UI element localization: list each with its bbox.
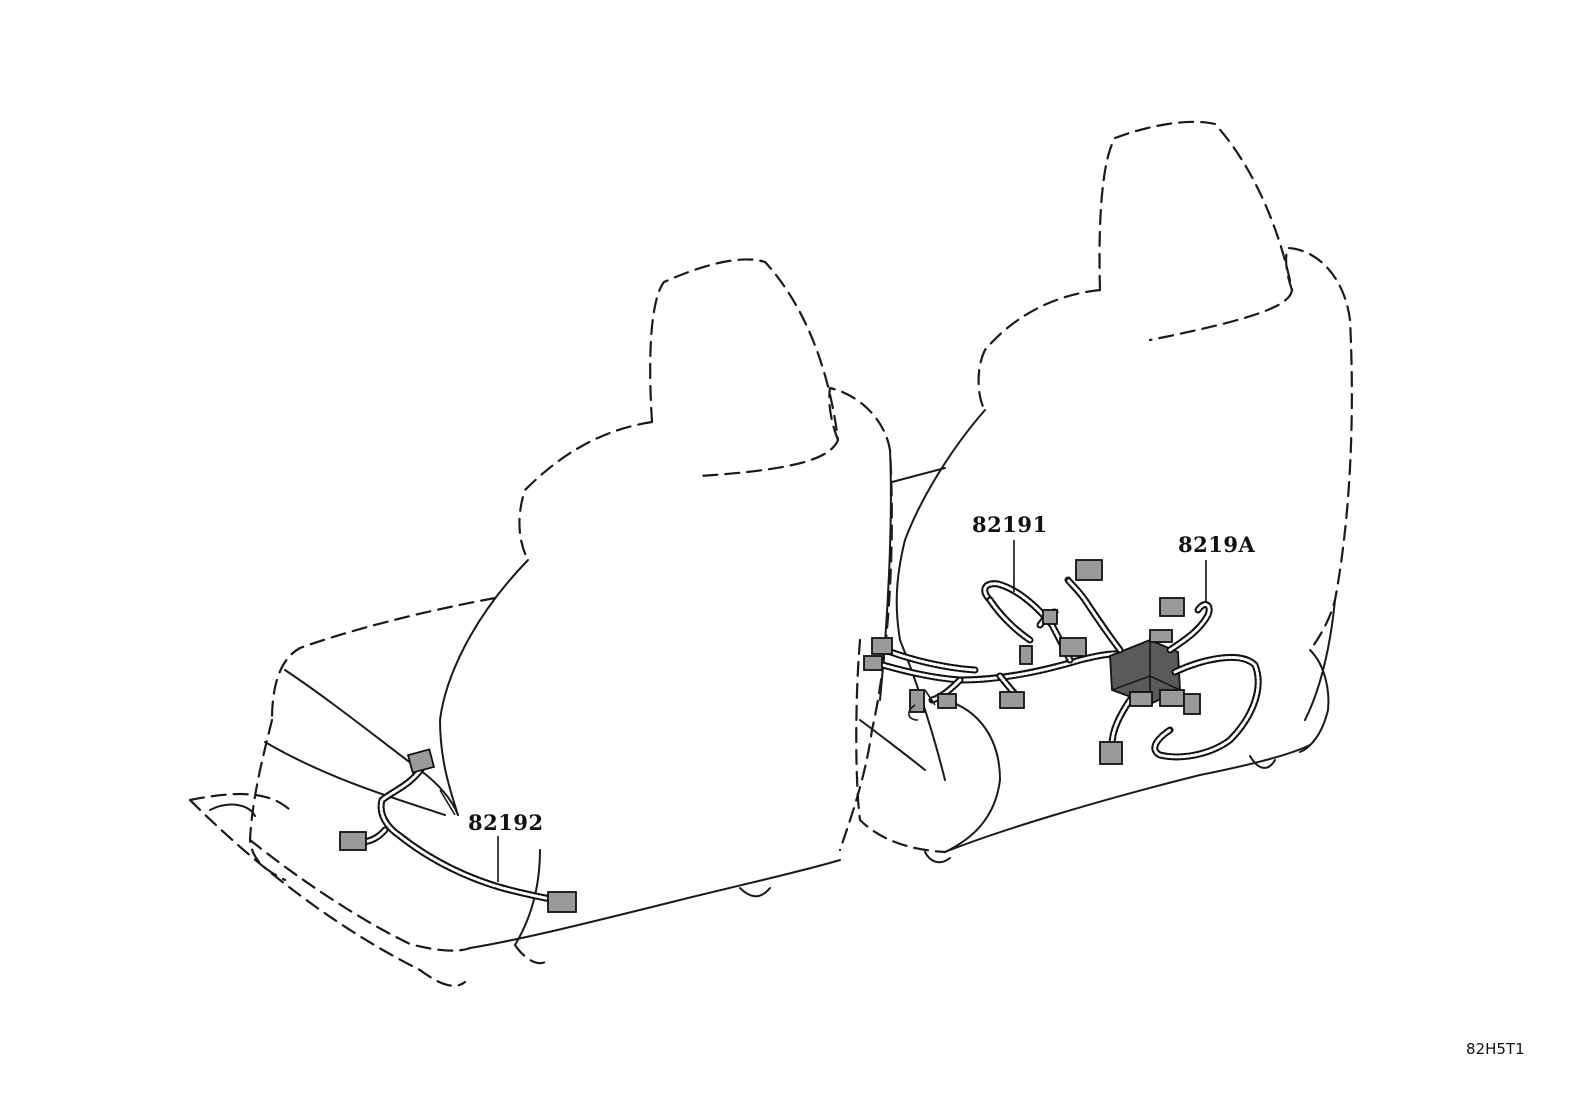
connector-icon (909, 689, 925, 713)
harness-8219A (1064, 559, 1262, 765)
connector-icon (1075, 559, 1103, 581)
connector-icon (1129, 691, 1153, 707)
left-seat-outline (188, 258, 893, 987)
connector-icon (999, 691, 1025, 709)
connector-icon (1042, 609, 1058, 625)
connector-icon (1099, 741, 1123, 765)
connector-icon (547, 891, 577, 913)
callout-82192: 82192 (468, 810, 544, 835)
connector-icon (1159, 597, 1185, 617)
connector-icon (1149, 629, 1173, 643)
connector-icon (406, 748, 436, 774)
connector-icon (863, 655, 883, 671)
harness-82192 (339, 748, 577, 913)
connector-icon (1059, 637, 1087, 657)
right-seat-outline (855, 120, 1353, 864)
connector-icon (1183, 693, 1201, 715)
callout-8219A: 8219A (1178, 532, 1256, 557)
harness-82191 (863, 540, 1134, 721)
callout-82191: 82191 (972, 512, 1048, 537)
connector-icon (1019, 645, 1033, 665)
connector-icon (339, 831, 367, 851)
connector-icon (937, 693, 957, 709)
connector-icon (871, 637, 893, 655)
figure-reference-code: 82H5T1 (1466, 1040, 1525, 1058)
connector-icon (1159, 689, 1185, 707)
